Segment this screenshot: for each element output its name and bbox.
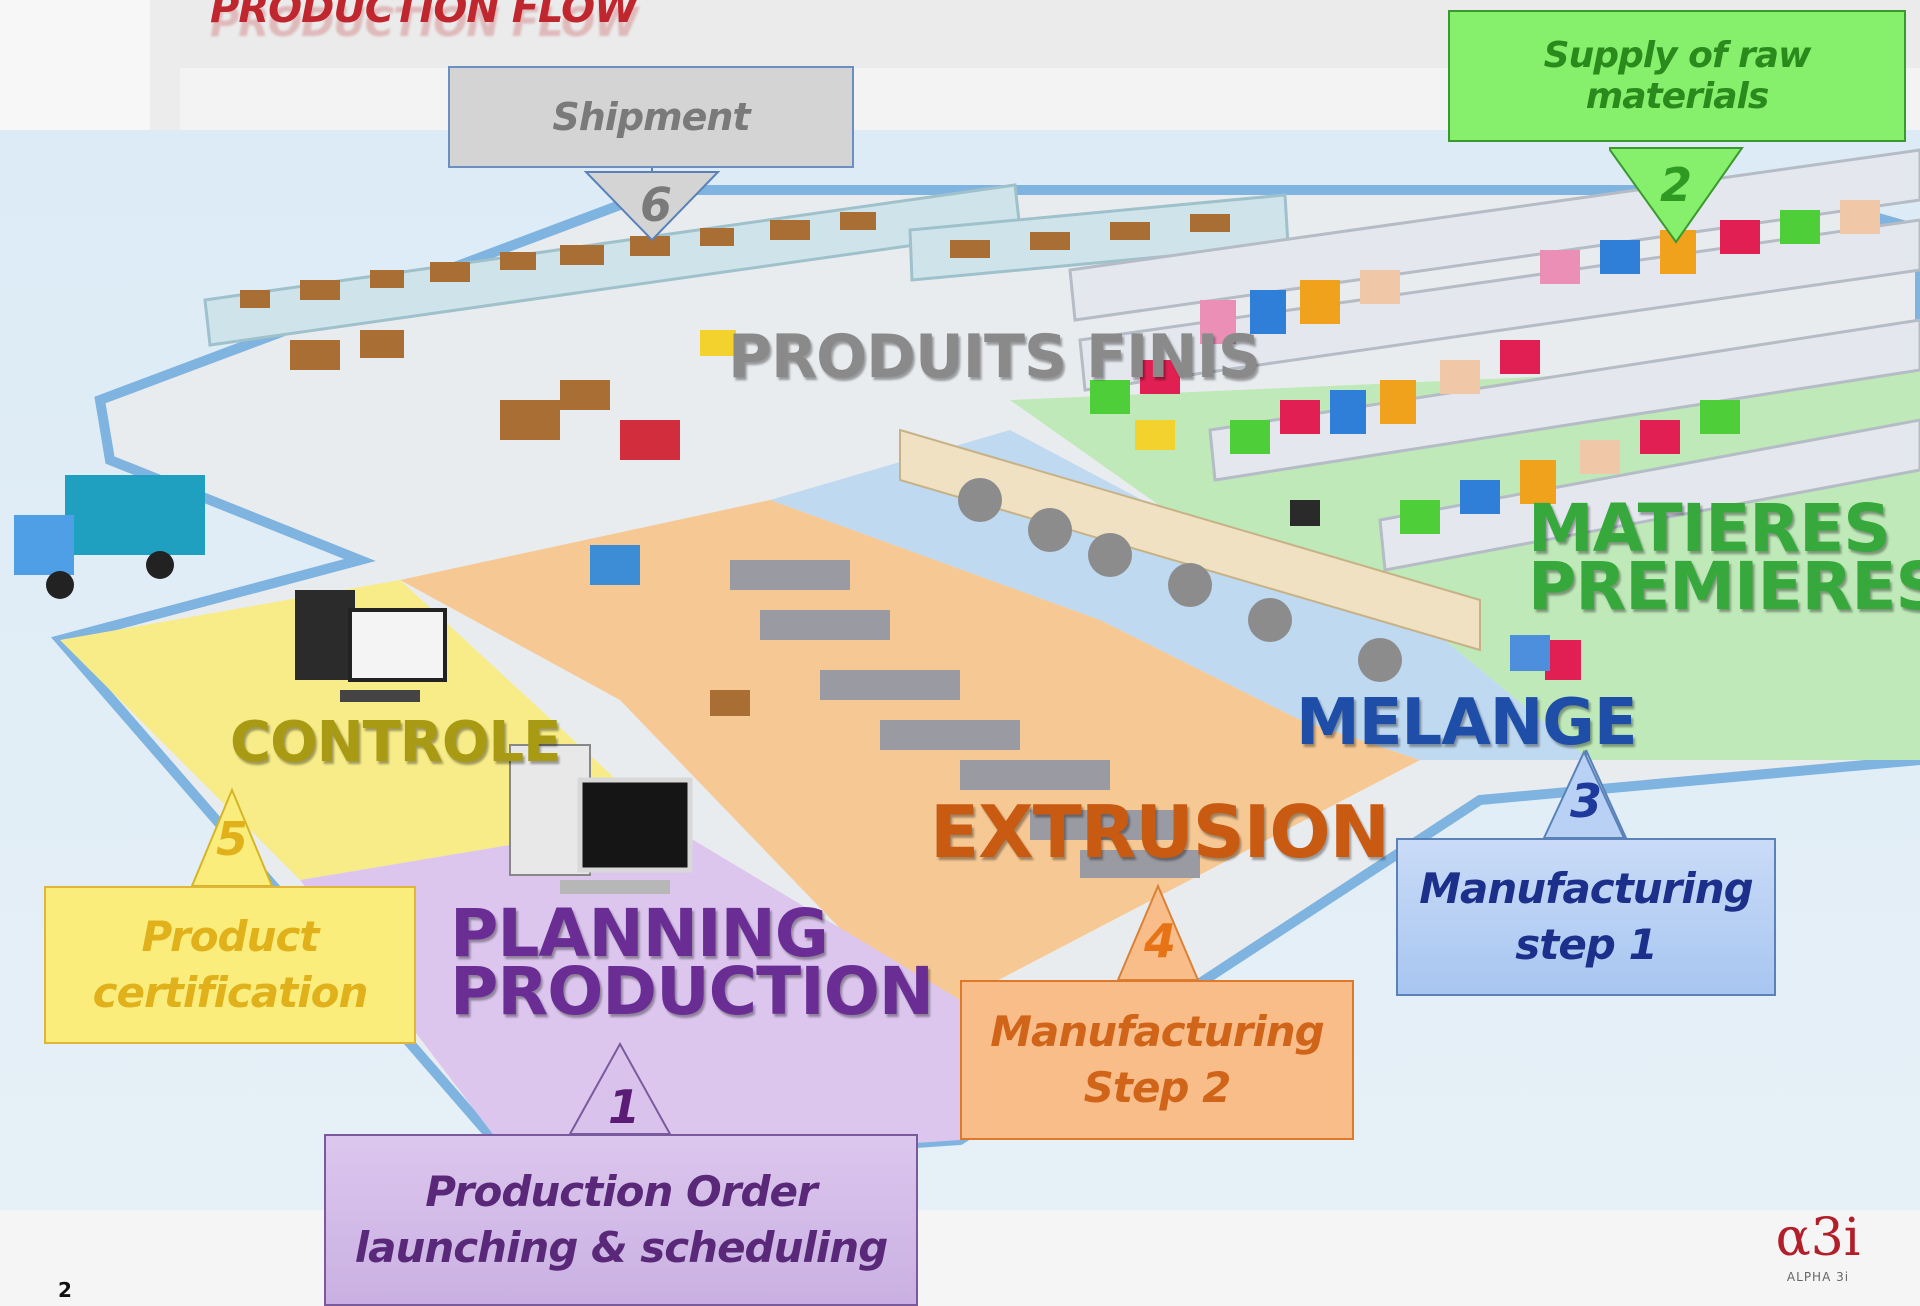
zone-label-controle: CONTROLE (230, 710, 561, 775)
callout-manufacturing-step-2: Manufacturing Step 2 (960, 980, 1354, 1140)
computer-workstation-control (295, 590, 447, 702)
planning-zone (300, 820, 960, 1170)
callout-production-order: Production Order launching & scheduling (324, 1134, 918, 1306)
callout-manufacturing-step-1: Manufacturing step 1 (1396, 838, 1776, 996)
step-number-4: 4 (1143, 914, 1176, 968)
slide-title: PRODUCTION FLOW (210, 0, 638, 32)
callout-supply-raw-materials: Supply of raw materials (1448, 10, 1906, 142)
alpha3i-logo: α3i ALPHA 3i (1768, 1206, 1868, 1306)
colored-material-bins (1090, 200, 1880, 680)
zone-label-extrusion: EXTRUSION (930, 790, 1390, 874)
step-number-2: 2 (1659, 158, 1692, 212)
footer-band (0, 1210, 1920, 1306)
logo-caption: ALPHA 3i (1786, 1270, 1850, 1284)
step-number-1: 1 (607, 1080, 640, 1134)
forklifts (590, 330, 1550, 671)
step-number-6: 6 (639, 178, 672, 232)
extrusion-machines (730, 560, 1200, 878)
callout-product-certification: Product certification (44, 886, 416, 1044)
zone-label-matieres-premieres: MATIERES PREMIERES (1528, 490, 1920, 625)
zone-label-planning-production: PLANNING PRODUCTION (450, 895, 934, 1030)
mixing-stations (899, 428, 1481, 652)
arrow-step-6 (583, 166, 721, 242)
computer-workstation-planning (509, 744, 693, 894)
cardboard-boxes (240, 212, 1230, 716)
logo-mark: α3i (1775, 1208, 1861, 1268)
arrow-step-2 (1609, 147, 1744, 244)
step-number-3: 3 (1569, 774, 1602, 828)
mixers (958, 478, 1402, 682)
zone-label-produits-finis: PRODUITS FINIS (728, 322, 1261, 392)
delivery-truck (14, 475, 205, 599)
step-number-5: 5 (215, 812, 248, 866)
zone-label-melange: MELANGE (1296, 686, 1638, 760)
page-number: 2 (58, 1278, 72, 1302)
callout-shipment: Shipment (448, 66, 854, 168)
